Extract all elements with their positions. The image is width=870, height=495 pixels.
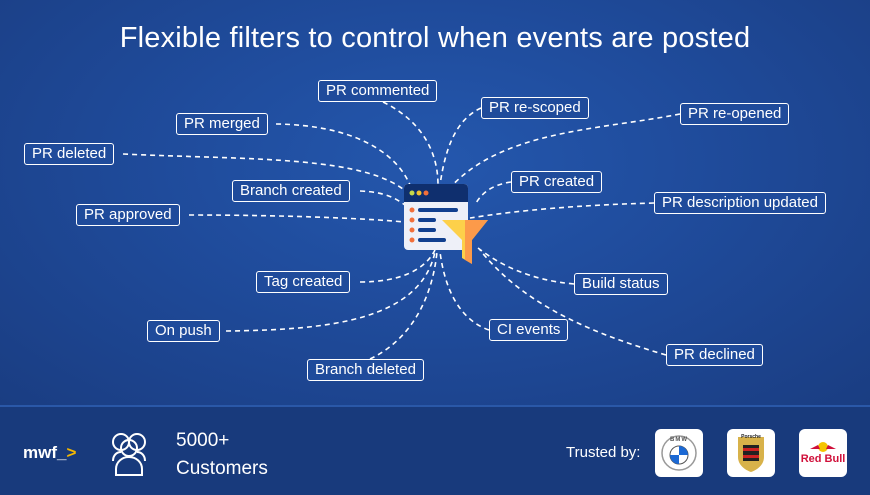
event-pr-merged: PR merged xyxy=(176,113,268,135)
bmw-logo: BMW xyxy=(655,429,703,477)
filter-window-icon xyxy=(404,184,488,264)
event-tag-created: Tag created xyxy=(256,271,351,293)
event-pr-re-scoped: PR re-scoped xyxy=(481,97,589,119)
event-branch-deleted: Branch deleted xyxy=(307,359,424,381)
event-pr-approved: PR approved xyxy=(76,204,180,226)
page-title: Flexible filters to control when events … xyxy=(119,22,751,54)
customers-stat: 5000+Customers xyxy=(176,430,268,479)
event-ci-events: CI events xyxy=(489,319,569,341)
bmw-lettering: BMW xyxy=(670,437,688,443)
footer: mwf_> 5000+Customers Trusted by: BMW Por… xyxy=(0,405,870,495)
porsche-logo: Porsche xyxy=(727,429,775,477)
event-pr-re-opened: PR re-opened xyxy=(680,103,790,125)
red-bull-logo: Red Bull xyxy=(799,429,847,477)
mwf-logo: mwf_> xyxy=(23,443,77,462)
event-pr-description-updated: PR description updated xyxy=(654,192,826,214)
trusted-by-label: Trusted by: xyxy=(566,444,641,461)
event-branch-created: Branch created xyxy=(232,180,350,202)
event-build-status: Build status xyxy=(574,273,668,295)
event-pr-commented: PR commented xyxy=(318,80,438,102)
event-pr-declined: PR declined xyxy=(666,344,763,366)
users-icon xyxy=(112,433,146,476)
event-pr-created: PR created xyxy=(511,171,603,193)
porsche-lettering: Porsche xyxy=(741,434,761,440)
event-pr-deleted: PR deleted xyxy=(24,143,115,165)
event-on-push: On push xyxy=(147,320,220,342)
connector-lines xyxy=(122,101,681,360)
